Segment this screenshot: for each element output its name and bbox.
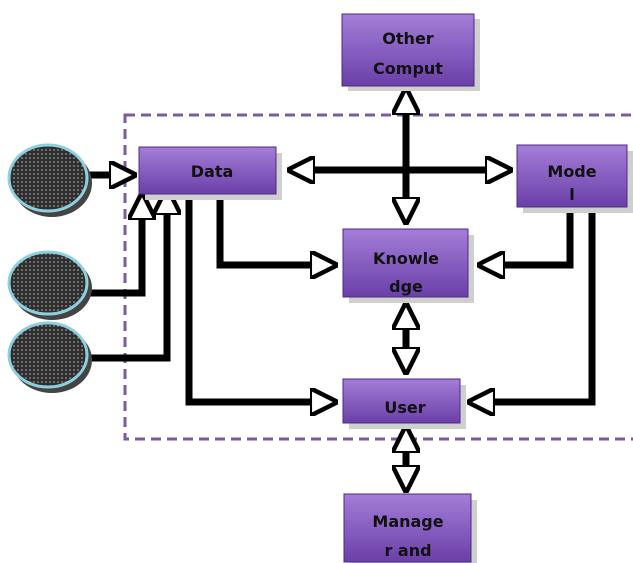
arrow-source2-to-data <box>87 195 142 297</box>
data-label: Data <box>191 162 234 181</box>
data-box: Data <box>138 146 282 200</box>
arrow-data-to-knowledge <box>216 198 335 265</box>
data-source-1 <box>7 143 92 217</box>
knowledge-box: Knowle dge <box>342 228 474 303</box>
data-source-3 <box>7 321 92 393</box>
arrow-source3-to-data <box>87 190 167 362</box>
other-computers-box: Other Comput <box>341 13 480 91</box>
other-computers-label-2: Comput <box>373 59 443 78</box>
other-computers-label-1: Other <box>382 29 433 48</box>
system-boundary <box>123 113 633 441</box>
arrow-model-to-user <box>470 212 596 402</box>
model-box: Mode l <box>516 144 633 213</box>
user-label: User <box>384 398 425 417</box>
user-box: User <box>342 378 466 429</box>
model-label-2: l <box>569 185 574 204</box>
knowledge-label-2: dge <box>389 277 423 296</box>
manager-box: Manage r and <box>343 493 477 563</box>
manager-label-1: Manage <box>372 512 443 531</box>
model-label-1: Mode <box>547 162 596 181</box>
manager-label-2: r and <box>384 541 431 560</box>
connectors <box>87 90 596 490</box>
knowledge-label-1: Knowle <box>373 249 439 268</box>
arrow-data-to-user <box>185 198 335 402</box>
data-source-2 <box>7 250 92 320</box>
arrow-model-to-knowledge <box>480 212 574 265</box>
